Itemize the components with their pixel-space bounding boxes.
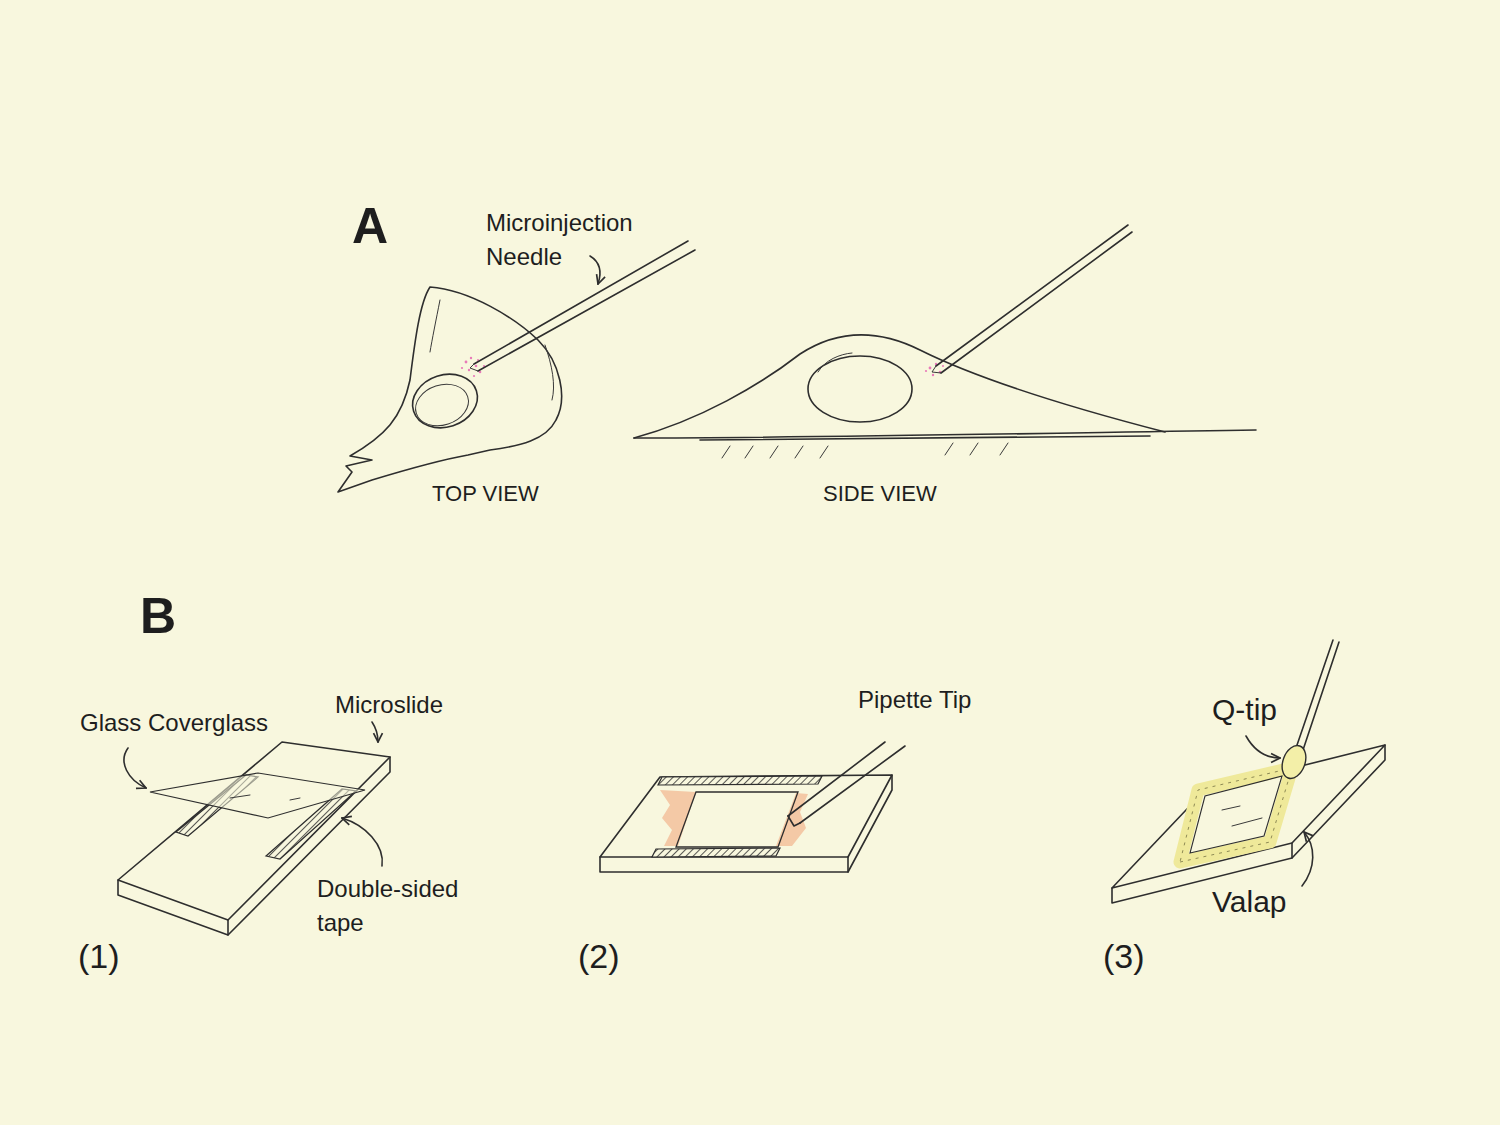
step-number: (1) <box>78 936 120 977</box>
slide-assembly-3 <box>1112 640 1385 903</box>
step-number: (3) <box>1103 936 1145 977</box>
part-name: Pipette Tip <box>858 686 971 715</box>
view-name: TOP VIEW <box>432 481 539 507</box>
leader-arrow <box>590 256 600 284</box>
coverglass <box>150 773 365 818</box>
fluid <box>660 790 696 846</box>
slide-assembly-1 <box>118 722 390 935</box>
pipette-tip <box>788 742 905 826</box>
leader-arrow <box>1302 832 1313 886</box>
panel-letter: B <box>140 586 176 646</box>
part-name: Microslide <box>335 691 443 720</box>
view-name: SIDE VIEW <box>823 481 937 507</box>
coverglass <box>1190 776 1282 853</box>
cell-top-view <box>338 241 695 492</box>
part-name: Microinjection Needle <box>486 206 666 274</box>
cell-side-view <box>634 225 1256 458</box>
panel-letter: A <box>352 196 388 256</box>
double-sided-tape <box>658 776 822 785</box>
microinjection-needle <box>932 225 1132 373</box>
part-name: Valap <box>1212 884 1287 920</box>
leader-arrow <box>372 722 378 742</box>
part-name: Glass Coverglass <box>80 709 268 738</box>
leader-arrow <box>342 818 382 866</box>
valap-seal <box>1180 768 1292 862</box>
leader-arrow <box>124 748 146 788</box>
double-sided-tape <box>652 848 780 857</box>
step-number: (2) <box>578 936 620 977</box>
coverglass <box>676 792 798 847</box>
q-tip <box>1278 640 1339 782</box>
slide-assembly-2 <box>600 742 905 872</box>
part-name: Double-sided tape <box>317 872 487 940</box>
injection-spot <box>925 363 944 376</box>
leader-arrow <box>1246 736 1280 758</box>
part-name: Q-tip <box>1212 692 1277 728</box>
